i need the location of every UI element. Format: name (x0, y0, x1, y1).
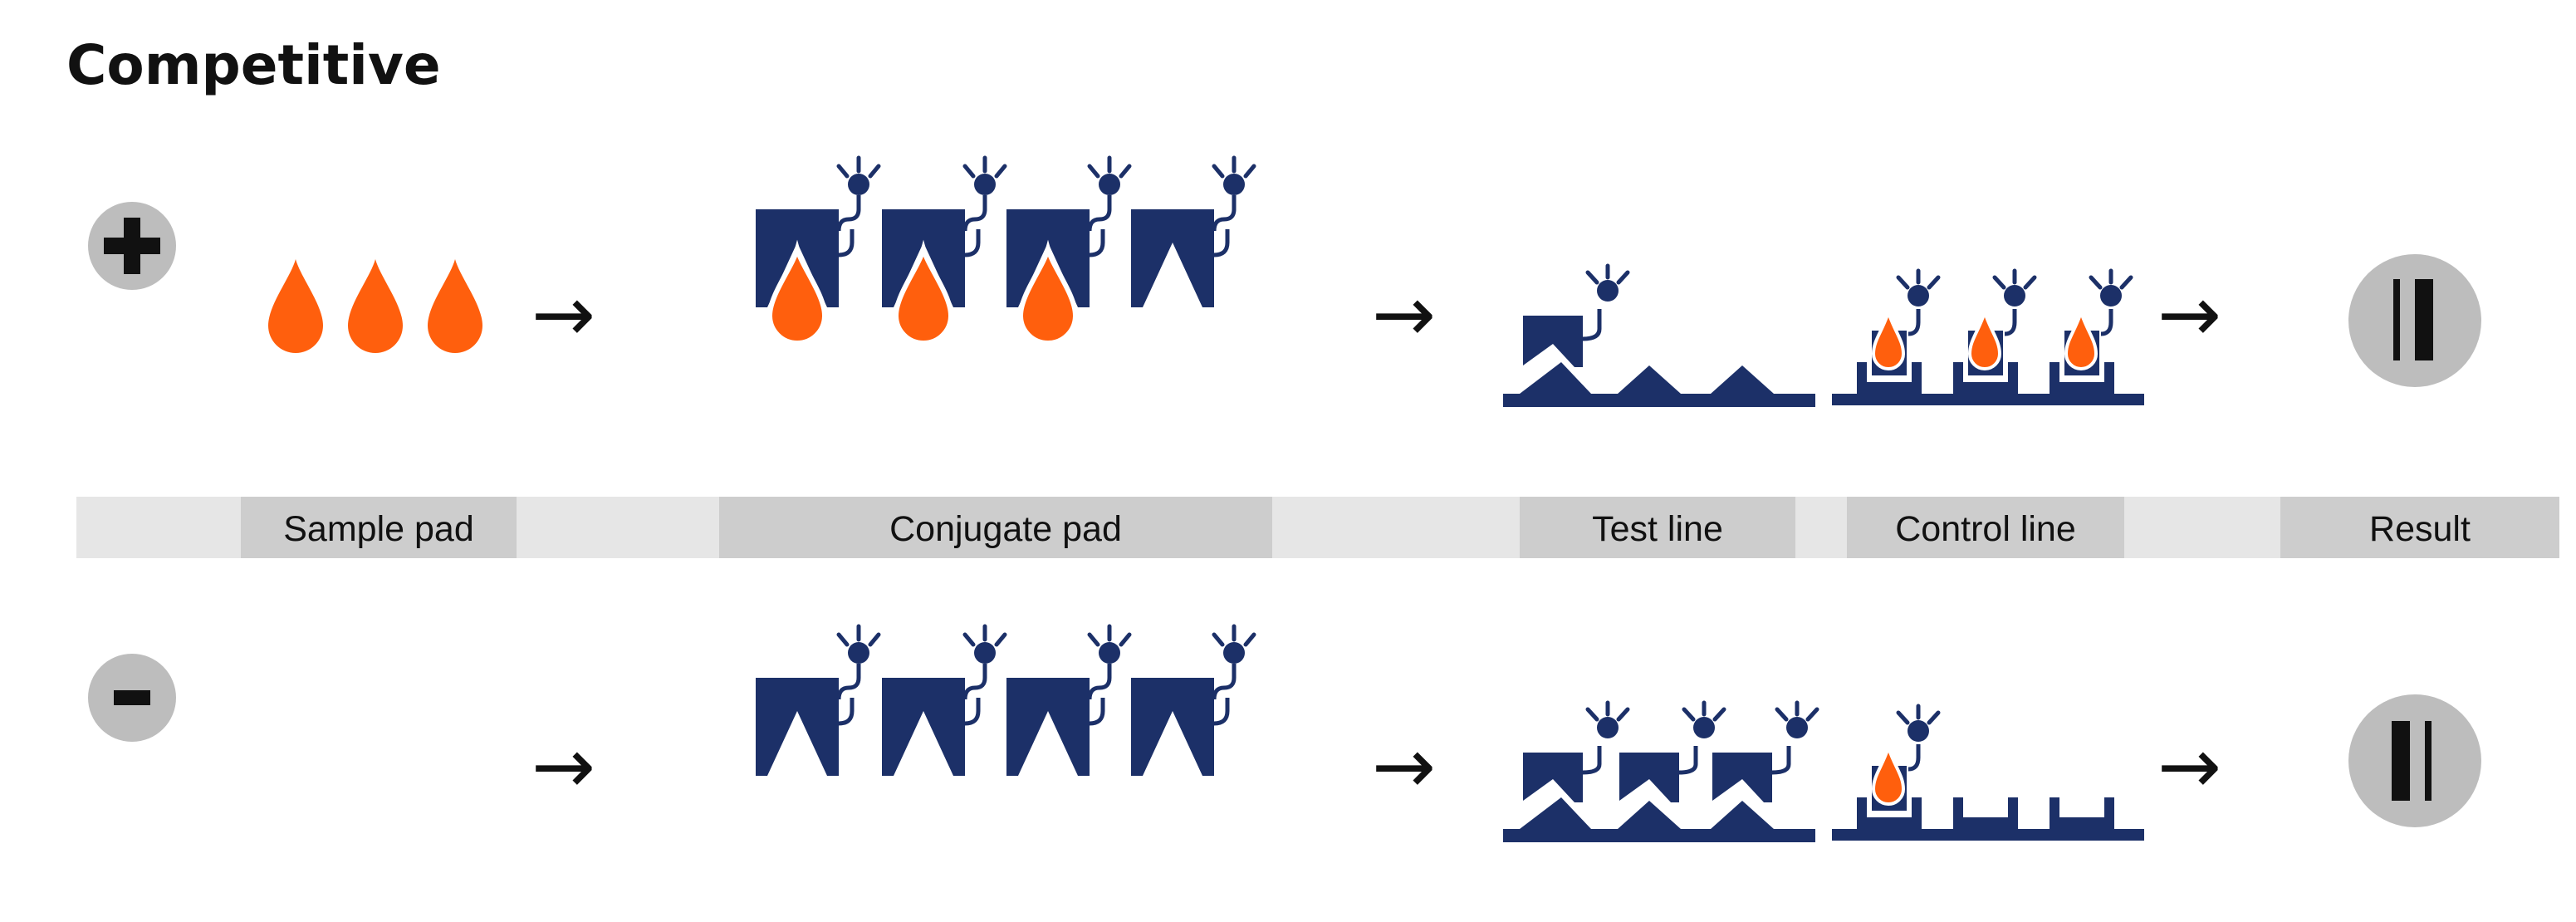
flow-arrow: → (1372, 722, 1436, 811)
analyte-drop (428, 259, 482, 353)
positive-test-line (1503, 266, 1815, 407)
result-zone (2280, 497, 2559, 558)
plus-icon (104, 218, 160, 274)
labeled-antibody (1006, 626, 1129, 776)
test-line-zone (1520, 497, 1795, 558)
control-line-label: Control line (1895, 509, 2076, 549)
diagram-title: Competitive (66, 33, 441, 97)
captured-conjugate (1965, 271, 2035, 379)
bound-conjugate (1619, 703, 1724, 802)
negative-control-line (1832, 706, 2144, 841)
faint-test-band (2393, 279, 2400, 360)
control-band (2415, 279, 2433, 360)
flow-arrow: → (531, 270, 595, 359)
captured-conjugate (2061, 271, 2131, 379)
conjugate-pad-label: Conjugate pad (889, 509, 1122, 549)
positive-result (2348, 254, 2481, 387)
labeled-antibody (756, 626, 879, 776)
analyte-drop (348, 259, 403, 353)
lateral-flow-strip: Sample pad Conjugate pad Test line Contr… (76, 497, 2559, 558)
conjugate-pad-zone (719, 497, 1272, 558)
test-line-label: Test line (1592, 509, 1723, 549)
bound-conjugate (1712, 703, 1817, 802)
control-line-zone (1847, 497, 2124, 558)
bound-conjugate (1523, 316, 1583, 367)
labeled-antibody (1131, 158, 1254, 307)
test-band (2392, 721, 2410, 801)
negative-result (2348, 694, 2481, 827)
captured-conjugate (1868, 271, 1938, 379)
flow-arrow: → (2157, 722, 2221, 811)
captured-conjugate (1868, 706, 1938, 814)
minus-icon (114, 690, 150, 705)
sample-pad-zone (241, 497, 517, 558)
negative-sign (88, 654, 176, 742)
analyte-drop (268, 259, 323, 353)
sample-pad-label: Sample pad (283, 509, 474, 549)
bound-conjugate (1523, 703, 1628, 802)
positive-control-line (1832, 271, 2144, 405)
positive-conjugate-antibodies (756, 158, 1254, 343)
flow-arrow: → (1372, 270, 1436, 359)
faint-control-band (2425, 721, 2432, 801)
test-line-capture-base (1503, 797, 1815, 842)
test-line-capture-base (1503, 362, 1815, 407)
result-label: Result (2369, 509, 2471, 549)
negative-conjugate-antibodies (756, 626, 1254, 776)
labeled-antibody (1131, 626, 1254, 776)
labeled-antibody (882, 626, 1005, 776)
result-circle (2348, 694, 2481, 827)
negative-test-line (1503, 703, 1817, 842)
flow-arrow: → (2157, 270, 2221, 359)
flow-arrow: → (531, 722, 595, 811)
positive-sample-drops (268, 259, 482, 353)
positive-sign (88, 202, 176, 290)
label-marker (1588, 266, 1628, 302)
